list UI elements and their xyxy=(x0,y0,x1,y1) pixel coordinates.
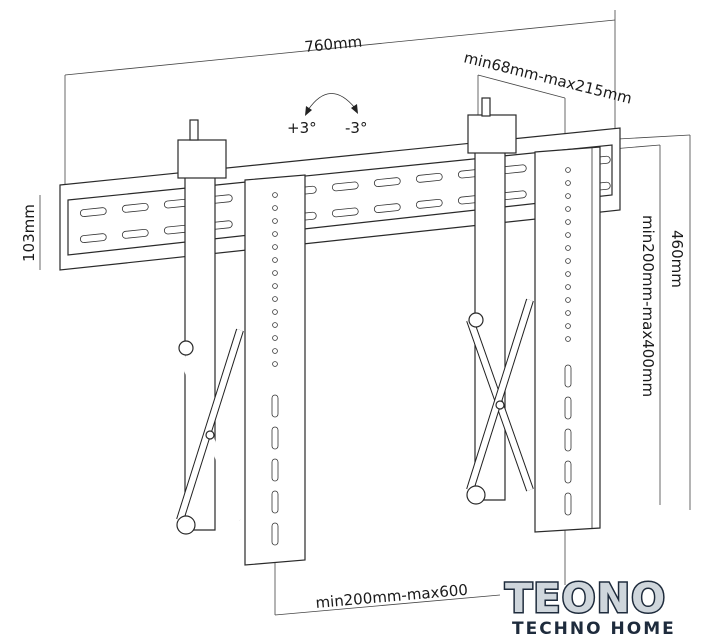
plate-hole xyxy=(272,205,278,211)
tilt-minus-label: -3° xyxy=(345,119,367,137)
rail-slot xyxy=(331,207,359,218)
vertical-plate-right xyxy=(534,146,601,533)
plate-hole xyxy=(565,336,571,342)
plate-hole xyxy=(565,284,571,290)
rail-slot xyxy=(373,203,401,214)
plate-hole xyxy=(272,244,278,250)
plate-hole xyxy=(565,310,571,316)
plate-hole xyxy=(272,270,278,276)
plate-hole xyxy=(272,296,278,302)
plate-hole xyxy=(565,271,571,277)
plate-hole xyxy=(272,361,278,367)
rail-slot xyxy=(79,207,107,217)
horizontal-range-label: min200mm-max600 xyxy=(315,581,469,612)
plate-hole xyxy=(272,322,278,328)
width-label: 760mm xyxy=(304,33,363,56)
plate-slot xyxy=(564,428,572,452)
rail-slot xyxy=(331,181,359,192)
plate-slot xyxy=(271,394,279,418)
plate-hole xyxy=(565,219,571,225)
teono-logo: TEONO TECHNO HOME xyxy=(504,575,676,640)
plate-hole xyxy=(565,323,571,329)
plate-hole xyxy=(565,167,571,173)
svg-text:TECHNO HOME: TECHNO HOME xyxy=(512,619,676,639)
plate-hole xyxy=(565,245,571,251)
dimension-lines xyxy=(39,10,691,616)
plate-hole xyxy=(565,232,571,238)
vertical-range-label: min200mm-max400mm xyxy=(639,215,657,397)
plate-hole xyxy=(565,297,571,303)
scissor-arm-left xyxy=(176,119,244,535)
plate-hole xyxy=(272,257,278,263)
plate-hole xyxy=(272,335,278,341)
rail-slot xyxy=(121,228,149,239)
plate-slot xyxy=(564,492,572,516)
plate-hole xyxy=(565,193,571,199)
plate-slot xyxy=(271,426,279,450)
rail-slot xyxy=(79,233,107,243)
plate-slot xyxy=(271,522,279,546)
plate-hole xyxy=(272,192,278,198)
rail-slot xyxy=(121,202,149,213)
plate-hole xyxy=(272,348,278,354)
vertical-plate-left xyxy=(244,174,306,566)
plate-slot xyxy=(564,364,572,388)
plate-hole xyxy=(272,218,278,224)
rail-slot xyxy=(415,198,443,209)
plate-hole xyxy=(565,180,571,186)
plate-slot xyxy=(564,460,572,484)
plate-hole xyxy=(565,206,571,212)
tilt-plus-label: +3° xyxy=(287,119,317,137)
plate-hole xyxy=(565,258,571,264)
rail-height-label: 103mm xyxy=(20,204,38,262)
plate-hole xyxy=(272,283,278,289)
tilt-arrow-icon xyxy=(305,93,358,116)
svg-text:TEONO: TEONO xyxy=(505,576,666,622)
rail-slot xyxy=(415,172,443,183)
plate-slot xyxy=(271,490,279,514)
plate-slot xyxy=(564,396,572,420)
plate-hole xyxy=(272,309,278,315)
height-label: 460mm xyxy=(668,230,686,288)
scissor-arm-right xyxy=(466,97,534,505)
rail-slot xyxy=(373,177,401,188)
plate-slot xyxy=(271,458,279,482)
plate-hole xyxy=(272,231,278,237)
